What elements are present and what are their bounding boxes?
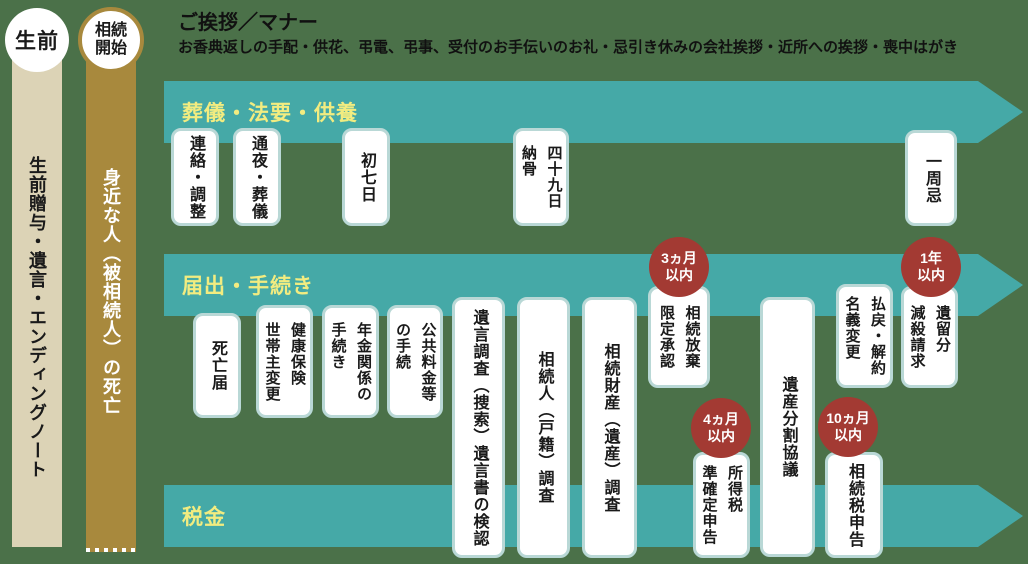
step-box-estate-division-agreement: 遺産分割協議 [760, 297, 815, 557]
manner-description: お香典返しの手配・供花、弔電、弔事、受付のお手伝いのお礼・忌引き休みの会社挨拶・… [178, 39, 959, 56]
step-box-death-report: 死亡届 [193, 313, 241, 418]
band-tax-label: 税金 [182, 506, 226, 529]
deadline-badge-10months: 10ヵ月 以内 [818, 397, 878, 457]
gold-column-dashed-line [86, 548, 136, 552]
deadline-badge-1year: 1年 以内 [901, 237, 961, 297]
deadline-badge-4months: 4ヵ月 以内 [691, 398, 751, 458]
step-box-legally-secured-portion-claim: 遺留分 減殺請求 [901, 286, 958, 388]
band-funeral-label: 葬儀・法要・供養 [182, 102, 358, 125]
step-box-wake-funeral: 通夜・葬儀 [233, 128, 281, 226]
step-box-pension-procedures: 年金関係の 手続き [322, 305, 379, 418]
pre-death-column-label-wrap: 生前贈与・遺言・エンディングノート [12, 156, 62, 479]
manner-title: ご挨拶／マナー [178, 12, 318, 34]
step-box-contact-coordination: 連絡・調整 [171, 128, 219, 226]
step-box-utility-procedures: 公共料金等 の手続 [387, 305, 443, 418]
band-funeral-arrow: 葬儀・法要・供養 [164, 81, 1023, 143]
step-box-49days-interment: 四十九日 納骨 [513, 128, 569, 226]
step-box-first-anniversary: 一周忌 [905, 130, 957, 226]
inheritance-start-column-label: 身近な人（被相続人）の死亡 [101, 168, 121, 415]
inheritance-start-circle: 相続 開始 [78, 7, 144, 73]
step-box-inheritance-tax-return: 相続税申告 [825, 452, 883, 558]
inheritance-start-column [86, 40, 136, 552]
step-box-renunciation-limited-approval: 相続放棄 限定承認 [648, 286, 710, 388]
pre-death-column [12, 40, 62, 547]
step-box-refund-cancellation-name-change: 払戻・解約 名義変更 [836, 284, 893, 388]
step-box-estate-investigation: 相続財産（遺産）調査 [582, 297, 637, 558]
band-procedures-label: 届出・手続き [182, 275, 314, 298]
step-box-first-seven-days: 初七日 [342, 128, 390, 226]
pre-death-column-label: 生前贈与・遺言・エンディングノート [27, 156, 47, 479]
step-box-heir-investigation: 相続人（戸籍）調査 [517, 297, 570, 558]
step-box-will-search-probate: 遺言調査（捜索）遺言書の検認 [452, 297, 505, 558]
step-box-health-insurance-head-change: 健康保険 世帯主変更 [256, 305, 313, 418]
pre-death-circle: 生前 [5, 8, 69, 72]
step-box-income-tax-quasi-final-return: 所得税 準確定申告 [693, 452, 750, 558]
inheritance-start-column-label-wrap: 身近な人（被相続人）の死亡 [86, 168, 136, 415]
deadline-badge-3months: 3ヵ月 以内 [649, 237, 709, 297]
